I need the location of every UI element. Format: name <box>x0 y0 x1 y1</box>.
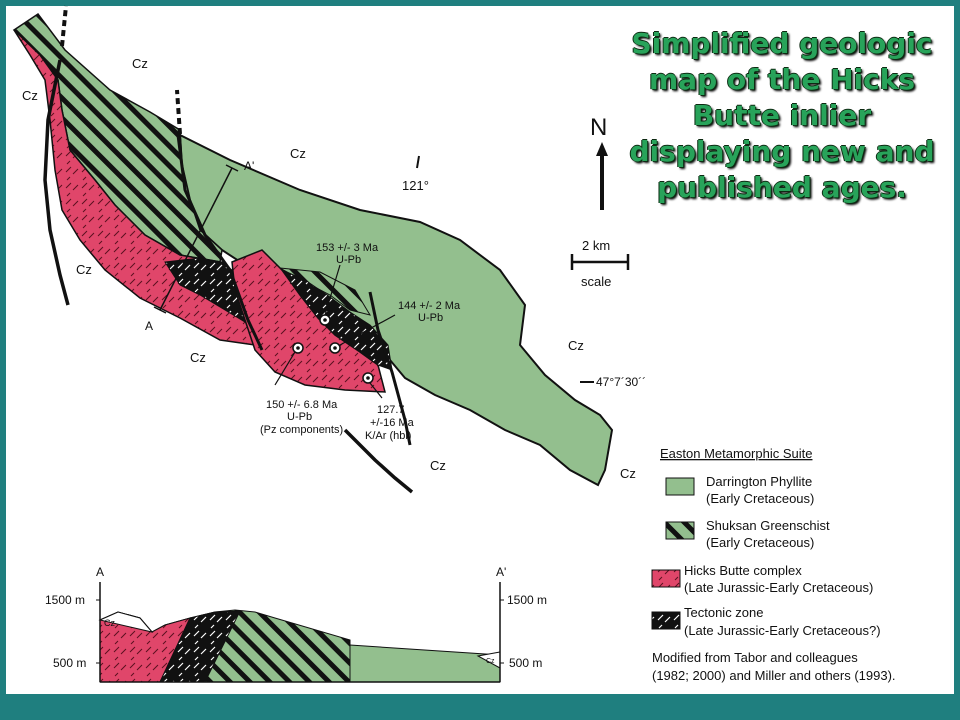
leader-line <box>324 264 341 316</box>
legend-item-age: (Late Jurassic-Early Cretaceous?) <box>684 623 881 638</box>
cz-label: Cz <box>290 146 306 161</box>
elevation-tick: 500 m <box>509 656 542 670</box>
cz-label: Cz <box>568 338 584 353</box>
legend-swatch-tectonic <box>651 611 681 630</box>
legend-swatch-hicks-butte <box>651 569 681 588</box>
north-arrow-icon <box>596 142 608 210</box>
page-title: Simplified geologic map of the Hicks But… <box>629 27 935 204</box>
credit-line: (1982; 2000) and Miller and others (1993… <box>652 668 896 683</box>
svg-text:153 +/- 3 Ma: 153 +/- 3 Ma <box>316 242 379 254</box>
fault-line <box>60 5 68 47</box>
strike-value: 121° <box>402 178 429 193</box>
age-label-1: 153 +/- 3 Ma U-Pb <box>316 242 379 266</box>
age-label-4: 127.7 +/-16 Ma K/Ar (hbl) <box>365 404 415 442</box>
svg-text:+/-16 Ma: +/-16 Ma <box>370 417 415 429</box>
svg-text:150 +/- 6.8 Ma: 150 +/- 6.8 Ma <box>266 399 338 411</box>
section-label-a: A <box>145 319 153 333</box>
credit-line: Modified from Tabor and colleagues <box>652 650 858 665</box>
fault-line <box>43 59 70 306</box>
svg-text:U-Pb: U-Pb <box>418 312 443 324</box>
fault-line <box>368 291 412 446</box>
cz-label: Cz <box>190 350 206 365</box>
fault-line <box>176 134 264 351</box>
legend-item-age: (Early Cretaceous) <box>706 491 814 506</box>
legend-item-name: Darrington Phyllite <box>706 474 812 489</box>
scale-bar <box>570 254 630 270</box>
fault-line <box>175 89 182 135</box>
cz-label: Cz <box>104 618 115 628</box>
elevation-tick: 500 m <box>53 656 86 670</box>
legend-heading: Easton Metamorphic Suite <box>660 446 812 461</box>
cz-label: Cz <box>486 658 495 665</box>
leader-line <box>274 351 296 386</box>
svg-text:144 +/- 2 Ma: 144 +/- 2 Ma <box>398 300 461 312</box>
legend-item-age: (Late Jurassic-Early Cretaceous) <box>684 580 873 595</box>
svg-text:K/Ar (hbl): K/Ar (hbl) <box>365 430 411 442</box>
section-right-label: A' <box>496 565 506 579</box>
elevation-tick: 1500 m <box>507 593 547 607</box>
section-label-a-prime: A' <box>244 159 254 173</box>
svg-text:U-Pb: U-Pb <box>336 254 361 266</box>
scale-distance: 2 km <box>582 238 610 253</box>
cz-label: Cz <box>22 88 38 103</box>
age-label-2: 144 +/- 2 Ma U-Pb <box>398 300 461 324</box>
svg-text:(Pz components): (Pz components) <box>260 424 343 436</box>
legend-item-name: Tectonic zone <box>684 605 764 620</box>
svg-text:127.7: 127.7 <box>377 404 405 416</box>
tectonic-zone-unit <box>164 257 246 324</box>
elevation-tick: 1500 m <box>45 593 85 607</box>
leader-line <box>369 382 383 399</box>
cz-label: Cz <box>132 56 148 71</box>
leader-line <box>339 314 396 346</box>
latitude-label: 47°7´30´´ <box>596 375 646 389</box>
sample-point <box>292 342 304 354</box>
scale-word: scale <box>581 274 611 289</box>
legend-swatch-shuksan <box>665 521 695 540</box>
svg-text:U-Pb: U-Pb <box>287 411 312 423</box>
cross-section <box>96 582 504 683</box>
cz-label: Cz <box>430 458 446 473</box>
legend-swatch-darrington <box>665 477 695 496</box>
cz-label: Cz <box>620 466 636 481</box>
legend-item-age: (Early Cretaceous) <box>706 535 814 550</box>
cz-label: Cz <box>76 262 92 277</box>
section-line <box>159 167 233 311</box>
strike-symbol <box>416 155 420 169</box>
sample-point <box>329 342 341 354</box>
sample-point <box>319 314 331 326</box>
legend-item-name: Hicks Butte complex <box>684 563 802 578</box>
fault-line <box>343 428 414 494</box>
north-label: N <box>590 114 607 141</box>
age-label-3: 150 +/- 6.8 Ma U-Pb (Pz components) <box>260 399 343 436</box>
section-left-label: A <box>96 565 104 579</box>
sample-point <box>362 372 374 384</box>
legend-item-name: Shuksan Greenschist <box>706 518 830 533</box>
